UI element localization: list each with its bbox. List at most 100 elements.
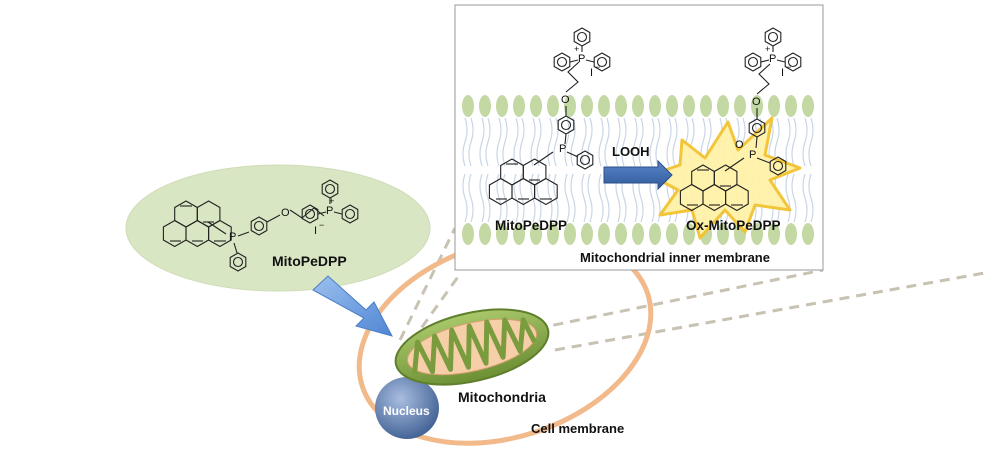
ox-probe-oxygen-pO: O — [735, 139, 744, 151]
lipid-tail-upper — [621, 117, 627, 167]
lipid-head-upper — [513, 95, 525, 117]
lipid-head-upper — [649, 95, 661, 117]
ellipse-probe-plus: + — [329, 196, 334, 206]
uptake-arrow — [312, 275, 393, 337]
lipid-head-lower — [479, 223, 491, 245]
lipid-tail-lower — [462, 173, 468, 223]
lipid-head-upper — [785, 95, 797, 117]
lipid-tail-upper — [615, 117, 621, 167]
ox-probe-minus: − — [786, 62, 791, 72]
lipid-tail-lower — [468, 173, 474, 223]
lipid-tail-upper — [519, 117, 525, 167]
membrane-inset: P O P + I − P O O — [454, 4, 824, 271]
lipid-tail-upper — [547, 117, 553, 167]
lipid-tail-lower — [570, 173, 576, 223]
lipid-head-lower — [666, 223, 678, 245]
probe-structure-inset: P O P + I − — [488, 28, 609, 206]
projection-dash-lower-right — [554, 270, 991, 352]
lipid-head-upper — [462, 95, 474, 117]
lipid-tail-upper — [570, 117, 576, 167]
lipid-tail-lower — [802, 173, 808, 223]
lipid-tail-upper — [808, 117, 814, 167]
lipid-head-upper — [683, 95, 695, 117]
ox-probe-phosphorus: P — [749, 149, 756, 161]
lipid-head-upper — [564, 95, 576, 117]
lipid-tail-upper — [638, 117, 644, 167]
lipid-head-upper — [547, 95, 559, 117]
lipid-head-lower — [632, 223, 644, 245]
lipid-tail-upper — [530, 117, 536, 167]
ellipse-probe-iodide: I — [314, 225, 317, 237]
lipid-tail-upper — [468, 117, 474, 167]
lipid-tail-upper — [553, 117, 559, 167]
ox-probe-oxygen-ether: O — [752, 96, 761, 108]
lipid-tail-upper — [581, 117, 587, 167]
lipid-head-lower — [717, 223, 729, 245]
projection-dash-upper-left — [398, 227, 457, 341]
ox-probe-iodide: I — [781, 67, 784, 79]
lipid-head-lower — [513, 223, 525, 245]
inset-probe-phosphorus: P — [559, 143, 566, 155]
lipid-head-upper — [479, 95, 491, 117]
lipid-head-upper — [768, 95, 780, 117]
lipid-tail-upper — [791, 117, 797, 167]
lipid-head-upper — [632, 95, 644, 117]
lipid-head-lower — [462, 223, 474, 245]
lipid-head-lower — [615, 223, 627, 245]
lipid-tail-lower — [581, 173, 587, 223]
lipid-tail-lower — [485, 173, 491, 223]
lipid-tail-upper — [485, 117, 491, 167]
ellipse-probe-phosphorus: P — [229, 231, 236, 243]
lipid-tail-lower — [598, 173, 604, 223]
lipid-head-lower — [581, 223, 593, 245]
lipid-tail-upper — [598, 117, 604, 167]
lipid-tail-upper — [496, 117, 502, 167]
lipid-head-lower — [564, 223, 576, 245]
lipid-tail-lower — [502, 173, 508, 223]
lipid-head-upper — [530, 95, 542, 117]
lipid-tail-upper — [502, 117, 508, 167]
lipid-tail-upper — [655, 117, 661, 167]
lipid-tail-upper — [587, 117, 593, 167]
lipid-head-lower — [547, 223, 559, 245]
lipid-tail-upper — [632, 117, 638, 167]
lipid-tail-upper — [462, 117, 468, 167]
probe-ellipse: P O P + I − MitoPeDPP — [125, 164, 431, 292]
lipid-tail-lower — [791, 173, 797, 223]
inset-oxidized-label: Ox-MitoPeDPP — [686, 218, 781, 233]
reagent-label: LOOH — [612, 144, 650, 159]
lipid-tail-lower — [553, 173, 559, 223]
lipid-head-upper — [496, 95, 508, 117]
cell-membrane-label: Cell membrane — [531, 421, 624, 436]
lipid-head-lower — [785, 223, 797, 245]
nucleus-label: Nucleus — [383, 404, 430, 418]
ellipse-probe-phosphonium: P — [326, 205, 333, 217]
probe-ellipse-shape — [125, 164, 431, 292]
lipid-tail-lower — [547, 173, 553, 223]
lipid-tail-lower — [587, 173, 593, 223]
lipid-tail-lower — [479, 173, 485, 223]
lipid-tail-lower — [536, 173, 542, 223]
reaction-arrow — [603, 159, 673, 191]
mitochondria-label: Mitochondria — [458, 389, 546, 405]
projection-dash-upper-right — [519, 268, 824, 334]
lipid-head-lower — [683, 223, 695, 245]
lipid-head-upper — [615, 95, 627, 117]
lipid-tail-upper — [479, 117, 485, 167]
lipid-head-upper — [751, 95, 763, 117]
inset-probe-plus: + — [574, 44, 579, 54]
lipid-head-lower — [496, 223, 508, 245]
lipid-tail-upper — [513, 117, 519, 167]
lipid-head-upper — [734, 95, 746, 117]
inset-probe-minus: − — [595, 62, 600, 72]
lipid-head-upper — [598, 95, 610, 117]
lipid-tail-lower — [513, 173, 519, 223]
lipid-tail-upper — [536, 117, 542, 167]
ellipse-probe-label: MitoPeDPP — [272, 253, 347, 269]
lipid-tail-upper — [672, 117, 678, 167]
lipid-head-upper — [581, 95, 593, 117]
lipid-tail-lower — [785, 173, 791, 223]
nucleus — [375, 377, 439, 439]
ox-probe-phosphonium: P — [769, 53, 776, 65]
